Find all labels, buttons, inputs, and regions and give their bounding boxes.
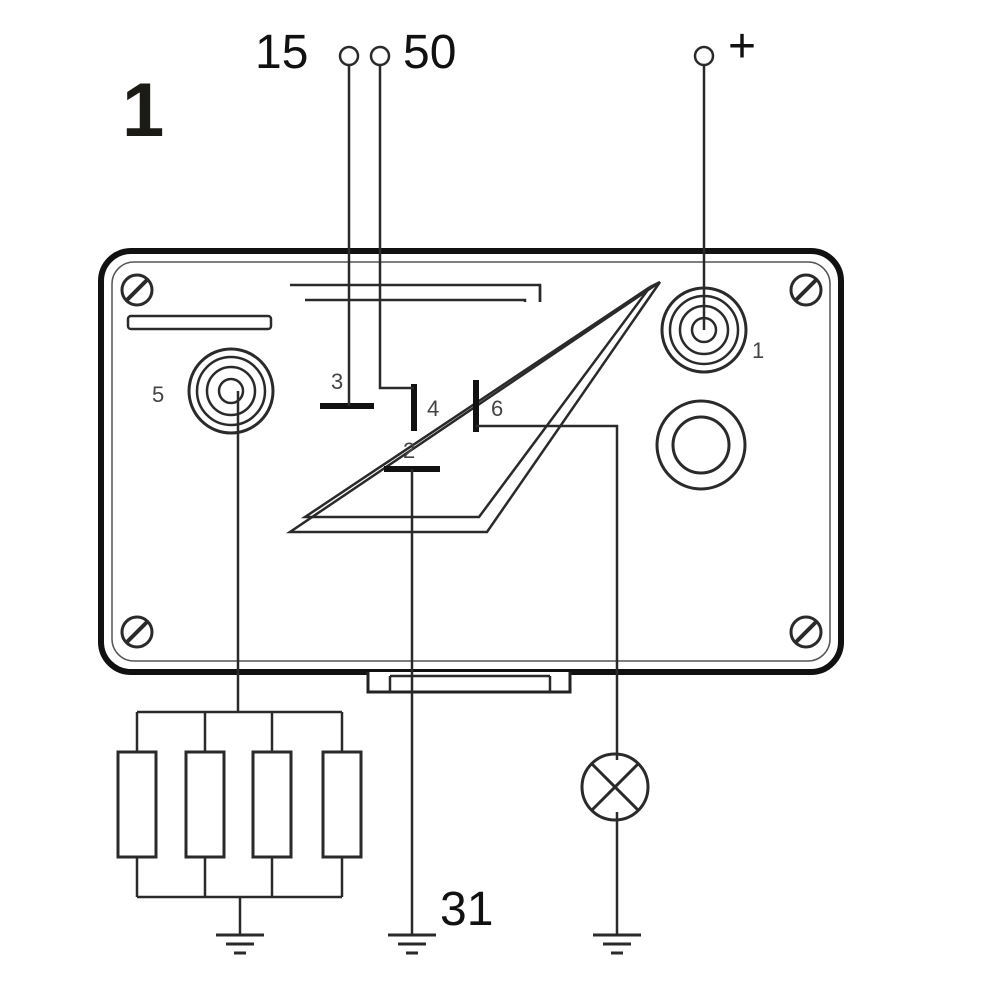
ground-icon: [388, 933, 436, 955]
ground-icon: [593, 933, 641, 955]
screw-icon: [789, 273, 823, 307]
figure-number: 1: [122, 68, 164, 153]
terminal-50-connector: [369, 45, 391, 67]
resistor-icon: [251, 750, 293, 859]
wire-lamp: [476, 424, 619, 760]
pin-label-5: 5: [152, 382, 164, 407]
stud-terminal-5: [187, 347, 275, 435]
screw-icon: [789, 615, 823, 649]
wire-50: [378, 65, 414, 390]
relay-housing-inner-edge: [111, 261, 831, 662]
terminal-label-31: 31: [440, 883, 493, 936]
label-slot: [126, 314, 273, 331]
pin-label-1: 1: [752, 338, 764, 363]
pin-label-2: 2: [403, 438, 415, 463]
pin-label-6: 6: [491, 396, 503, 421]
resistor-icon: [321, 750, 363, 859]
terminal-label-15: 15: [255, 26, 308, 79]
lamp-icon: [580, 752, 650, 822]
glow-plug-bank: [116, 710, 363, 935]
pin-label-3: 3: [331, 369, 343, 394]
ground-icon: [216, 933, 264, 955]
relay-housing: [98, 248, 844, 675]
relay-compartment-diagonal-cap: [649, 280, 661, 289]
terminal-label-50: 50: [403, 26, 456, 79]
terminal-15-connector: [338, 45, 360, 67]
resistor-icon: [184, 750, 226, 859]
pin-label-4: 4: [427, 396, 439, 421]
resistor-icon: [116, 750, 158, 859]
terminal-plus-connector: [693, 45, 715, 67]
round-boss: [655, 399, 747, 491]
terminal-label-plus: +: [728, 20, 756, 73]
screw-icon: [120, 615, 154, 649]
screw-icon: [120, 273, 154, 307]
